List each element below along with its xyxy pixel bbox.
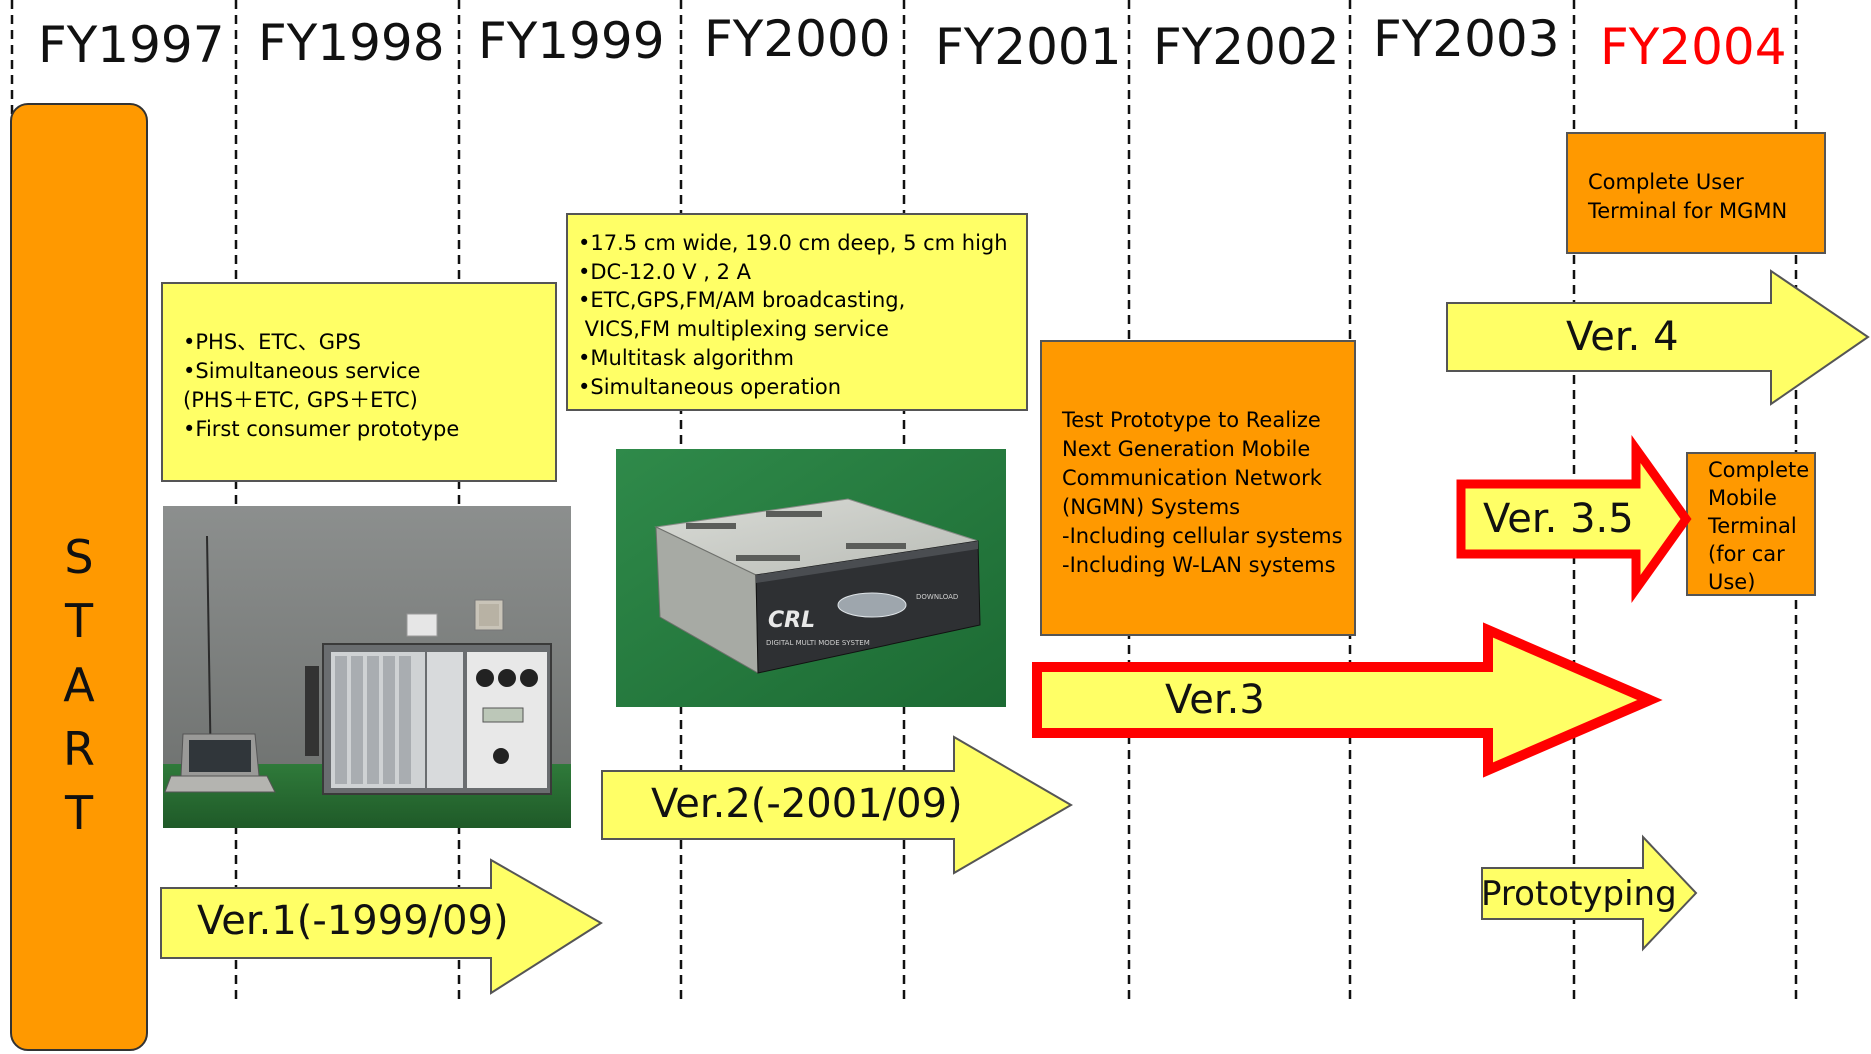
ver35-description-box: Complete Mobile Terminal (for car Use) (1686, 452, 1816, 596)
ver3-description-box: Test Prototype to Realize Next Generatio… (1040, 340, 1356, 636)
year-header-fy2001: FY2001 (935, 18, 1122, 76)
ver35-arrow-label: Ver. 3.5 (1483, 496, 1634, 542)
start-bar: S T A R T (10, 103, 148, 1051)
ver3-arrow-label: Ver.3 (1165, 677, 1265, 723)
ver3-description-line: (NGMN) Systems (1062, 495, 1241, 519)
year-header-fy2003: FY2003 (1373, 10, 1560, 68)
year-header-fy1997: FY1997 (38, 16, 225, 74)
ver2-description-line: •Multitask algorithm (578, 345, 794, 370)
ver4-description-line: Terminal for MGMN (1588, 199, 1788, 223)
ver1-description-line: •Simultaneous service (183, 359, 421, 383)
ver3-description-line: Test Prototype to Realize (1062, 408, 1321, 432)
ver35-description-line: Terminal (1708, 514, 1797, 538)
year-header-fy2002: FY2002 (1153, 18, 1340, 76)
ver1-description-line: •First consumer prototype (183, 417, 460, 441)
prototyping-arrow (1481, 834, 1698, 952)
ver2-arrow-label: Ver.2(-2001/09) (651, 781, 963, 827)
start-letter: T (64, 594, 94, 648)
ver35-arrow (1456, 434, 1692, 604)
start-letter: S (64, 530, 94, 584)
year-header-fy1998: FY1998 (258, 14, 445, 72)
ver4-description-line: Complete User (1588, 170, 1744, 194)
ver4-arrow-label: Ver. 4 (1566, 314, 1679, 360)
year-header-fy1999: FY1999 (478, 12, 665, 70)
ver35-description-line: Complete (1708, 458, 1810, 482)
ver2-description-line: VICS,FM multiplexing service (578, 317, 889, 342)
unit-caption: DIGITAL MULTI MODE SYSTEM (766, 639, 870, 647)
start-letter: R (63, 722, 95, 776)
unit-badge: DOWNLOAD (916, 593, 958, 601)
start-letter: T (64, 786, 94, 840)
ver2-description-line: •Simultaneous operation (578, 374, 842, 399)
ver1-arrow-label: Ver.1(-1999/09) (197, 898, 509, 944)
ver1-description-box: •PHS、ETC、GPS •Simultaneous service (PHS＋… (161, 282, 557, 482)
ver3-description-line: -Including W-LAN systems (1062, 553, 1336, 577)
ver3-arrow (1032, 622, 1663, 778)
year-header-fy2004: FY2004 (1600, 18, 1787, 76)
ver3-description-line: Communication Network (1062, 466, 1322, 490)
ver35-description-line: (for car (1708, 542, 1785, 566)
year-header-fy2000: FY2000 (704, 10, 891, 68)
ver1-arrow (160, 858, 603, 995)
ver4-arrow (1446, 269, 1870, 406)
ver3-description-line: Next Generation Mobile (1062, 437, 1311, 461)
ver1-description-line: •PHS、ETC、GPS (183, 330, 361, 354)
ver2-description-line: •ETC,GPS,FM/AM broadcasting, (578, 288, 906, 313)
ver4-description-box: Complete User Terminal for MGMN (1566, 132, 1826, 254)
compact-unit-photo: CRL DIGITAL MULTI MODE SYSTEM DOWNLOAD (616, 449, 1006, 707)
ver3-description-line: -Including cellular systems (1062, 524, 1343, 548)
prototyping-arrow-label: Prototyping (1481, 874, 1677, 914)
ver2-description-box: •17.5 cm wide, 19.0 cm deep, 5 cm high •… (566, 213, 1028, 411)
ver2-description-line: •DC-12.0 V , 2 A (578, 259, 752, 284)
unit-brand-logo: CRL (768, 608, 815, 633)
ver35-description-line: Use) (1708, 570, 1756, 594)
start-letter: A (63, 658, 95, 712)
ver2-description-line: •17.5 cm wide, 19.0 cm deep, 5 cm high (578, 231, 1008, 255)
ver35-description-line: Mobile (1708, 486, 1777, 510)
rack-prototype-photo (163, 506, 571, 828)
start-label: S T A R T (12, 525, 146, 845)
ver2-arrow (601, 735, 1073, 875)
ver1-description-line: (PHS＋ETC, GPS＋ETC) (183, 388, 418, 412)
